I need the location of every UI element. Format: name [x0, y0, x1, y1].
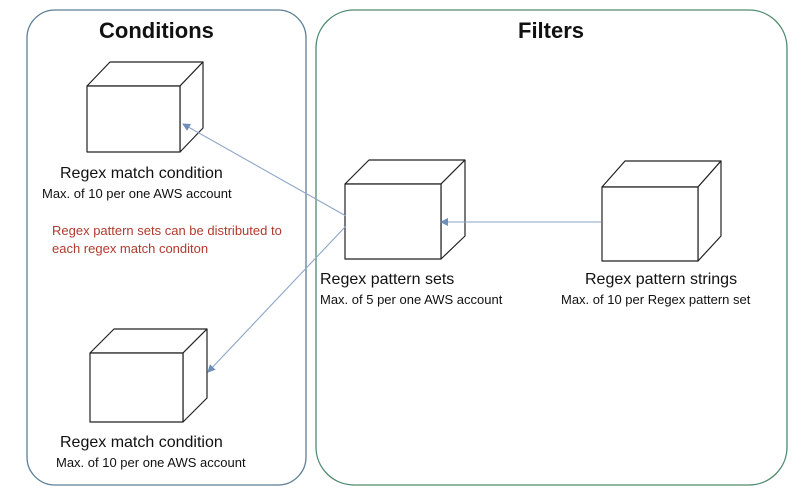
- pattern-strings-title: Regex pattern strings: [585, 271, 738, 288]
- bottom-condition-subtitle: Max. of 10 per one AWS account: [56, 455, 246, 470]
- top-condition-title: Regex match condition: [60, 165, 223, 182]
- top-condition-subtitle: Max. of 10 per one AWS account: [42, 186, 232, 201]
- conditions-heading: Conditions: [99, 18, 214, 43]
- arrow-pattern-sets-to-bottom-condition: [207, 225, 347, 373]
- regex-match-condition-bottom-cube: [89, 328, 208, 423]
- regex-pattern-strings-cube: [601, 160, 722, 262]
- pattern-strings-subtitle: Max. of 10 per Regex pattern set: [561, 292, 751, 307]
- filters-panel: [315, 9, 788, 486]
- pattern-sets-subtitle: Max. of 5 per one AWS account: [320, 292, 503, 307]
- arrow-pattern-sets-to-top-condition: [182, 123, 347, 217]
- distribution-note: Regex pattern sets can be distributed to…: [52, 223, 282, 256]
- conditions-panel: [26, 9, 307, 486]
- regex-pattern-sets-cube: [344, 159, 466, 260]
- bottom-condition-title: Regex match condition: [60, 434, 223, 451]
- pattern-sets-title: Regex pattern sets: [320, 271, 455, 288]
- regex-match-condition-top-cube: [86, 61, 204, 153]
- filters-heading: Filters: [518, 18, 585, 43]
